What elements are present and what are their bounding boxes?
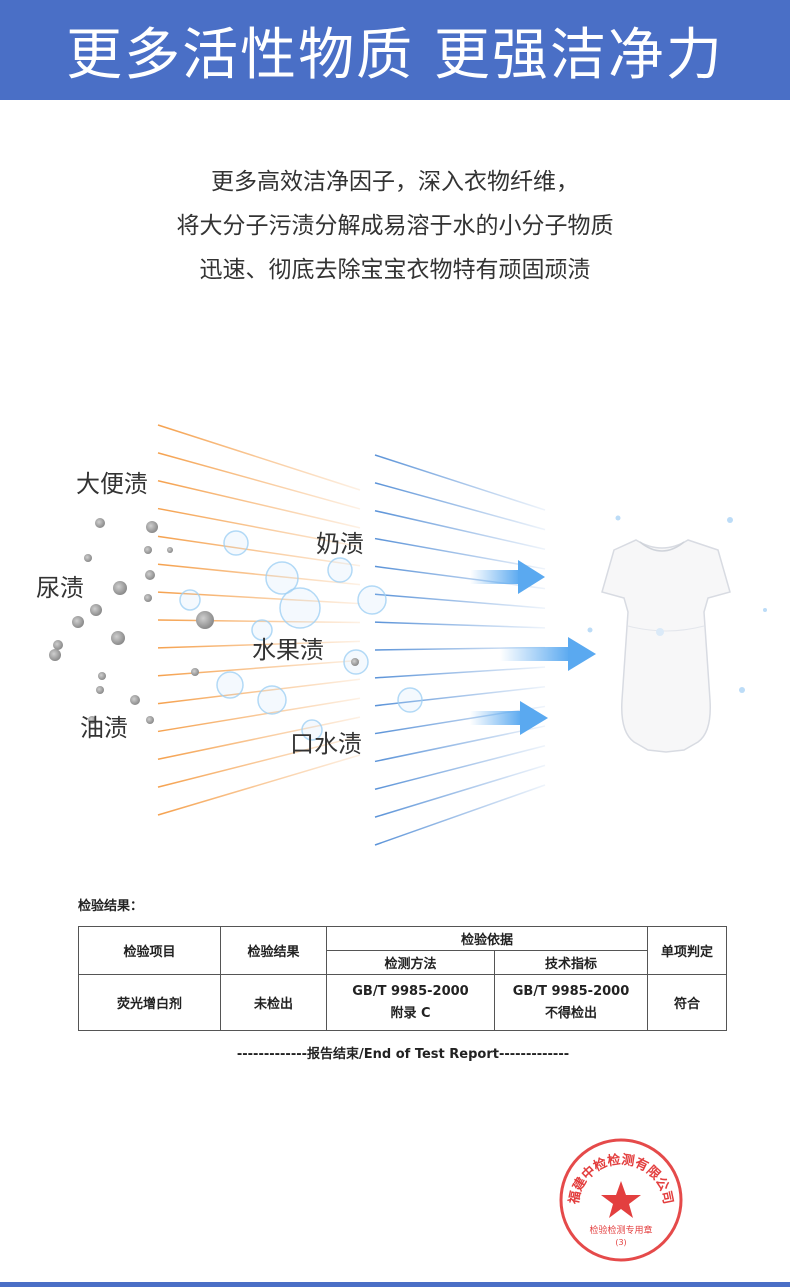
intro-line: 将大分子污渍分解成易溶于水的小分子物质 [176,213,614,239]
water-bubbles [179,530,423,741]
intro-text: 更多高效洁净因子，深入衣物纤维， 将大分子污渍分解成易溶于水的小分子物质 迅速、… [0,160,790,292]
report-end: -------------报告结束/End of Test Report----… [236,1047,570,1062]
svg-text:(3): (3) [615,1238,626,1247]
method-standard: GB/T 9985-2000 [352,983,469,999]
header-index: 技术指标 [493,950,649,975]
index-requirement: 不得检出 [545,1005,598,1021]
table-row: 荧光增白剂 未检出 GB/T 9985-2000 附录 C GB/T 9985-… [78,974,728,1031]
header-item: 检验项目 [78,926,221,975]
bottom-divider [0,1282,790,1287]
stain-label: 水果渍 [252,636,324,664]
baby-bodysuit-icon [587,515,767,753]
cell-index: GB/T 9985-2000 不得检出 [493,974,649,1031]
flow-arrow-icon [500,637,596,671]
result-table: 检验项目 检验结果 检验依据 单项判定 检测方法 技术指标 荧光增白剂 未检出 … [78,926,728,1031]
cell-method: GB/T 9985-2000 附录 C [326,974,495,1031]
flow-arrow-icon [470,701,548,735]
stain-label: 口水渍 [290,730,362,758]
stain-label: 尿渍 [36,574,84,602]
header-basis: 检验依据 [325,926,649,951]
stain-label: 大便渍 [76,470,148,498]
header-verdict: 单项判定 [647,926,728,975]
official-seal-stamp: 福建中检检测有限公司 检验检测专用章 (3) [559,1138,683,1262]
flow-arrow-icon [470,560,545,594]
dirt-particles [49,518,359,724]
index-standard: GB/T 9985-2000 [512,983,630,999]
cell-item: 荧光增白剂 [78,974,221,1031]
svg-text:检验检测专用章: 检验检测专用章 [589,1224,652,1236]
header-banner: 更多活性物质 更强洁净力 [0,0,790,100]
orange-stain-grid [157,424,361,816]
test-report: 检验结果： 检验项目 检验结果 检验依据 单项判定 检测方法 技术指标 荧光增白… [78,895,728,1062]
stain-label: 油渍 [80,714,128,742]
filter-grid-graphic [49,424,767,846]
report-heading: 检验结果： [78,899,144,914]
cell-verdict: 符合 [647,974,728,1031]
intro-line: 迅速、彻底去除宝宝衣物特有顽固顽渍 [199,257,591,283]
cell-result: 未检出 [220,974,327,1031]
method-appendix: 附录 C [390,1005,431,1021]
star-icon [601,1181,641,1218]
cleaning-illustration: 大便渍 尿渍 油渍 奶渍 水果渍 口水渍 [0,400,790,880]
header-result: 检验结果 [220,926,327,975]
intro-line: 更多高效洁净因子，深入衣物纤维， [211,169,579,195]
header-method: 检测方法 [326,950,495,975]
stain-label: 奶渍 [316,530,364,558]
blue-clean-grid [374,454,546,846]
page-title: 更多活性物质 更强洁净力 [66,22,724,88]
